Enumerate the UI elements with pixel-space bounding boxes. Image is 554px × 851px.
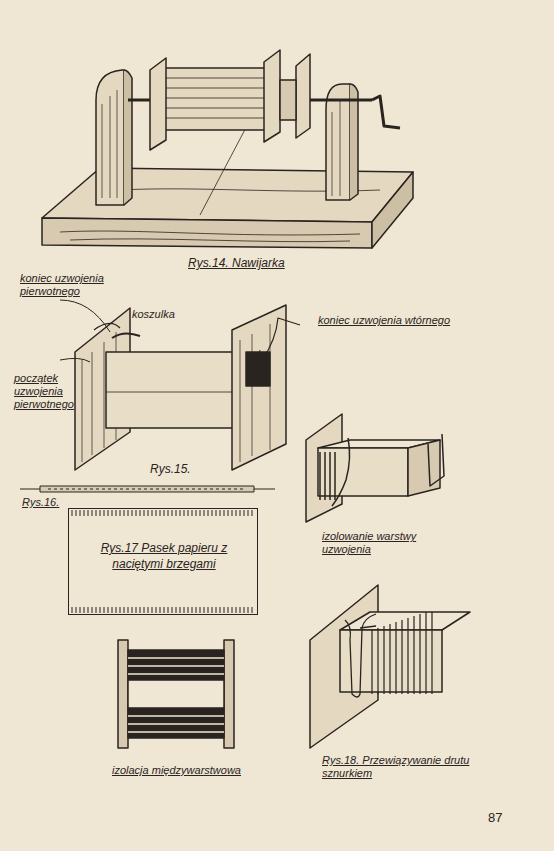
part-label: koniec uzwojenia wtórnego [318, 314, 468, 327]
wire-with-sleeve [20, 486, 275, 492]
figure-caption: Rys.18. Przewiązywanie drutu sznurkiem [322, 754, 472, 780]
page-number: 87 [488, 810, 528, 826]
part-label: koszulka [132, 308, 192, 321]
figure-caption: Rys.17 Pasek papieru z naciętymi brzegam… [89, 541, 239, 572]
part-label: izolacja międzywarstwowa [112, 764, 262, 777]
paper-strip: Rys.17 Pasek papieru z naciętymi brzegam… [68, 508, 258, 615]
part-label: koniec uzwojenia pierwotnego [20, 272, 116, 298]
layer-insulation-sketch [306, 414, 444, 522]
figure-caption: Rys.16. [22, 496, 82, 509]
coil-former [60, 300, 300, 470]
spool-cross-section [118, 640, 234, 748]
notched-edges [72, 510, 252, 613]
winding-machine [42, 50, 413, 248]
part-label: początek uzwojenia pierwotnego [14, 372, 72, 412]
part-label: izolowanie warstwy uzwojenia [322, 530, 442, 556]
figure-caption: Rys.14. Nawijarka [188, 256, 368, 270]
tied-winding [310, 585, 470, 748]
figure-caption: Rys.15. [150, 462, 210, 476]
